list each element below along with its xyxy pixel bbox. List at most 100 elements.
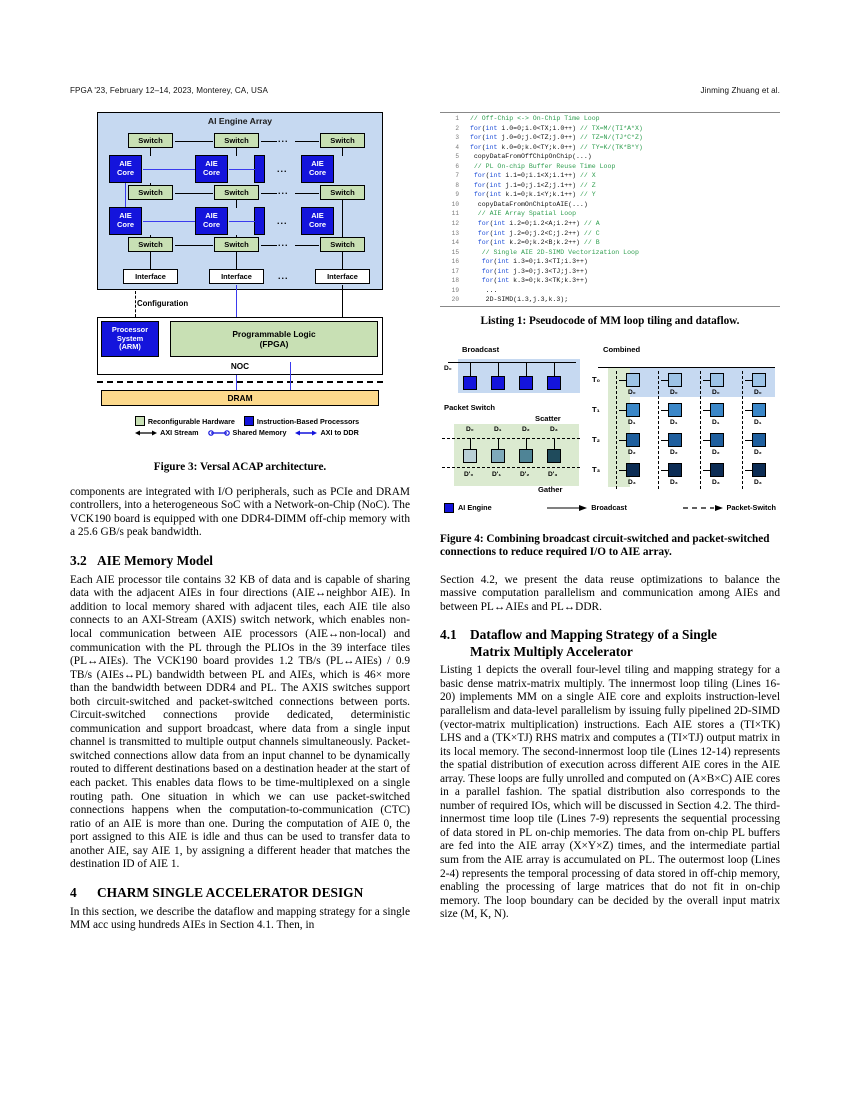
link-r3-a (175, 244, 213, 246)
axi-to-ddr-icon (295, 430, 318, 435)
code-line-number: 9 (455, 191, 459, 199)
combined-label-r1c0: D₁ (628, 418, 636, 426)
code-line-number: 11 (451, 210, 459, 218)
listing-1-caption: Listing 1: Pseudocode of MM loop tiling … (480, 314, 740, 327)
configuration-arrow (135, 291, 136, 317)
vlink-4 (150, 183, 151, 186)
packet-in-2: D₁ (494, 425, 502, 433)
code-line: 15 // Single AIE 2D-SIMD Vectorization L… (440, 248, 780, 258)
section-3-2-heading: 3.2 AIE Memory Model (70, 553, 410, 569)
code-line-number: 19 (451, 286, 459, 294)
link-r3-b (261, 244, 277, 246)
instruction-processors-label: Instruction-Based Processors (256, 416, 360, 426)
combined-arrow-r1c2 (703, 409, 710, 411)
noc-label: NOC (230, 362, 250, 371)
vlink-1 (150, 148, 151, 156)
code-line: 1 // Off-Chip <-> On-Chip Time Loop (440, 114, 780, 124)
link-r1-a (175, 140, 213, 142)
interface-3: Interface (315, 269, 370, 284)
shared-memory-icon (207, 429, 230, 436)
switch-r3c3: Switch (320, 237, 365, 252)
aie-core-r1c3: AIE Core (301, 155, 334, 183)
combined-label-r3c3: D₃ (754, 478, 762, 486)
combined-label-r2c0: D₂ (628, 448, 636, 456)
code-line-number: 13 (451, 229, 459, 237)
shared-memory-label: Shared Memory (232, 428, 287, 437)
listing-rule-bottom (440, 305, 780, 307)
combined-label-r2c3: D₂ (754, 448, 762, 456)
combined-label-r0c0: D₀ (628, 388, 636, 396)
paragraph-section-4-intro: In this section, we describe the dataflo… (70, 905, 410, 932)
combined-engine-r0c0 (626, 372, 640, 387)
code-line: 16 for(int i.3=0;i.3<TI;i.3++) (440, 257, 780, 267)
author-info: Jinming Zhuang et al. (700, 86, 780, 95)
ellipsis-iface: ... (278, 271, 289, 281)
combined-engine-r3c3 (752, 462, 766, 477)
scatter-bus (442, 437, 580, 439)
code-line-source: for(int k.2=0;k.2<B;k.2++) // B (477, 239, 600, 247)
combined-engine-r1c2 (710, 402, 724, 417)
combined-t0-band (615, 366, 775, 397)
switch-r3c1: Switch (128, 237, 173, 252)
combined-arrow-r1c0 (619, 409, 626, 411)
combined-arrow-r2c2 (703, 439, 710, 441)
vlink-7 (236, 235, 237, 238)
packet-engine-4 (547, 448, 561, 463)
scatter-drop-3 (526, 437, 527, 449)
configuration-label: Configuration (137, 299, 189, 308)
combined-arrow-r2c3 (745, 439, 752, 441)
code-line: 5 copyDataFromOffChipOnChip(...) (440, 152, 780, 162)
figure-3: AI Engine Array Switch Switch Switch ...… (70, 112, 410, 475)
broadcast-drop-4 (554, 361, 555, 376)
combined-label-r3c1: D₃ (670, 478, 678, 486)
time-step-t2: T₂ (592, 434, 601, 444)
shared-mem-link-4 (229, 220, 255, 222)
shared-mem-link-2 (229, 168, 255, 170)
code-line: 18 for(int k.3=0;k.3<TK;k.3++) (440, 276, 780, 286)
packet-out-3: D'₂ (520, 470, 530, 478)
combined-engine-r2c2 (710, 432, 724, 447)
combined-label-r0c1: D₀ (670, 388, 678, 396)
packet-engine-2 (491, 448, 505, 463)
code-line-number: 12 (451, 220, 459, 228)
running-header: FPGA '23, February 12–14, 2023, Monterey… (70, 86, 780, 95)
shared-mem-vlink (125, 183, 126, 207)
combined-engine-r0c1 (668, 372, 682, 387)
section-3-2-title: AIE Memory Model (97, 552, 214, 568)
combined-label-r1c3: D₁ (754, 418, 762, 426)
section-4-1-number: 4.1 (440, 627, 457, 643)
combined-engine-r1c1 (668, 402, 682, 417)
code-line-number: 7 (455, 172, 459, 180)
code-line-source: for(int i.0=0;i.0<TX;i.0++) // TX=M/(TI*… (469, 124, 643, 132)
combined-dash-4 (742, 370, 743, 489)
code-line-source: for(int j.3=0;j.3<TJ;j.3++) (481, 267, 588, 275)
figure-3-caption: Figure 3: Versal ACAP architecture. (153, 461, 327, 473)
gather-bus (442, 466, 580, 468)
chip-boundary (97, 381, 383, 383)
broadcast-title: Broadcast (462, 344, 500, 354)
venue-info: FPGA '23, February 12–14, 2023, Monterey… (70, 86, 268, 95)
scatter-drop-4 (554, 437, 555, 449)
broadcast-legend-label: Broadcast (591, 503, 627, 513)
combined-arrow-r0c2 (703, 379, 710, 381)
scatter-drop-2 (498, 437, 499, 449)
combined-arrow-r1c3 (745, 409, 752, 411)
packet-in-1: D₀ (466, 425, 474, 433)
link-r2-b (261, 192, 277, 194)
aie-core-r2c2: AIE Core (195, 207, 228, 235)
combined-arrow-r3c0 (619, 469, 626, 471)
figure-3-canvas: AI Engine Array Switch Switch Switch ...… (97, 112, 383, 437)
combined-engine-r2c0 (626, 432, 640, 447)
code-line: 13 for(int j.2=0;j.2<C;j.2++) // C (440, 229, 780, 239)
vlink-5 (236, 200, 237, 208)
axi-stream-label: AXI Stream (160, 428, 199, 437)
combined-engine-r1c3 (752, 402, 766, 417)
memory-block-r1 (254, 155, 265, 183)
code-line: 9 for(int k.1=0;k.1<Y;k.1++) // Y (440, 190, 780, 200)
switch-r1c3: Switch (320, 133, 365, 148)
broadcast-arrow-icon (547, 504, 588, 511)
aie-core-r2c1: AIE Core (109, 207, 142, 235)
code-line: 17 for(int j.3=0;j.3<TJ;j.3++) (440, 267, 780, 277)
ellipsis-r1b: ... (277, 164, 288, 174)
switch-r2c1: Switch (128, 185, 173, 200)
